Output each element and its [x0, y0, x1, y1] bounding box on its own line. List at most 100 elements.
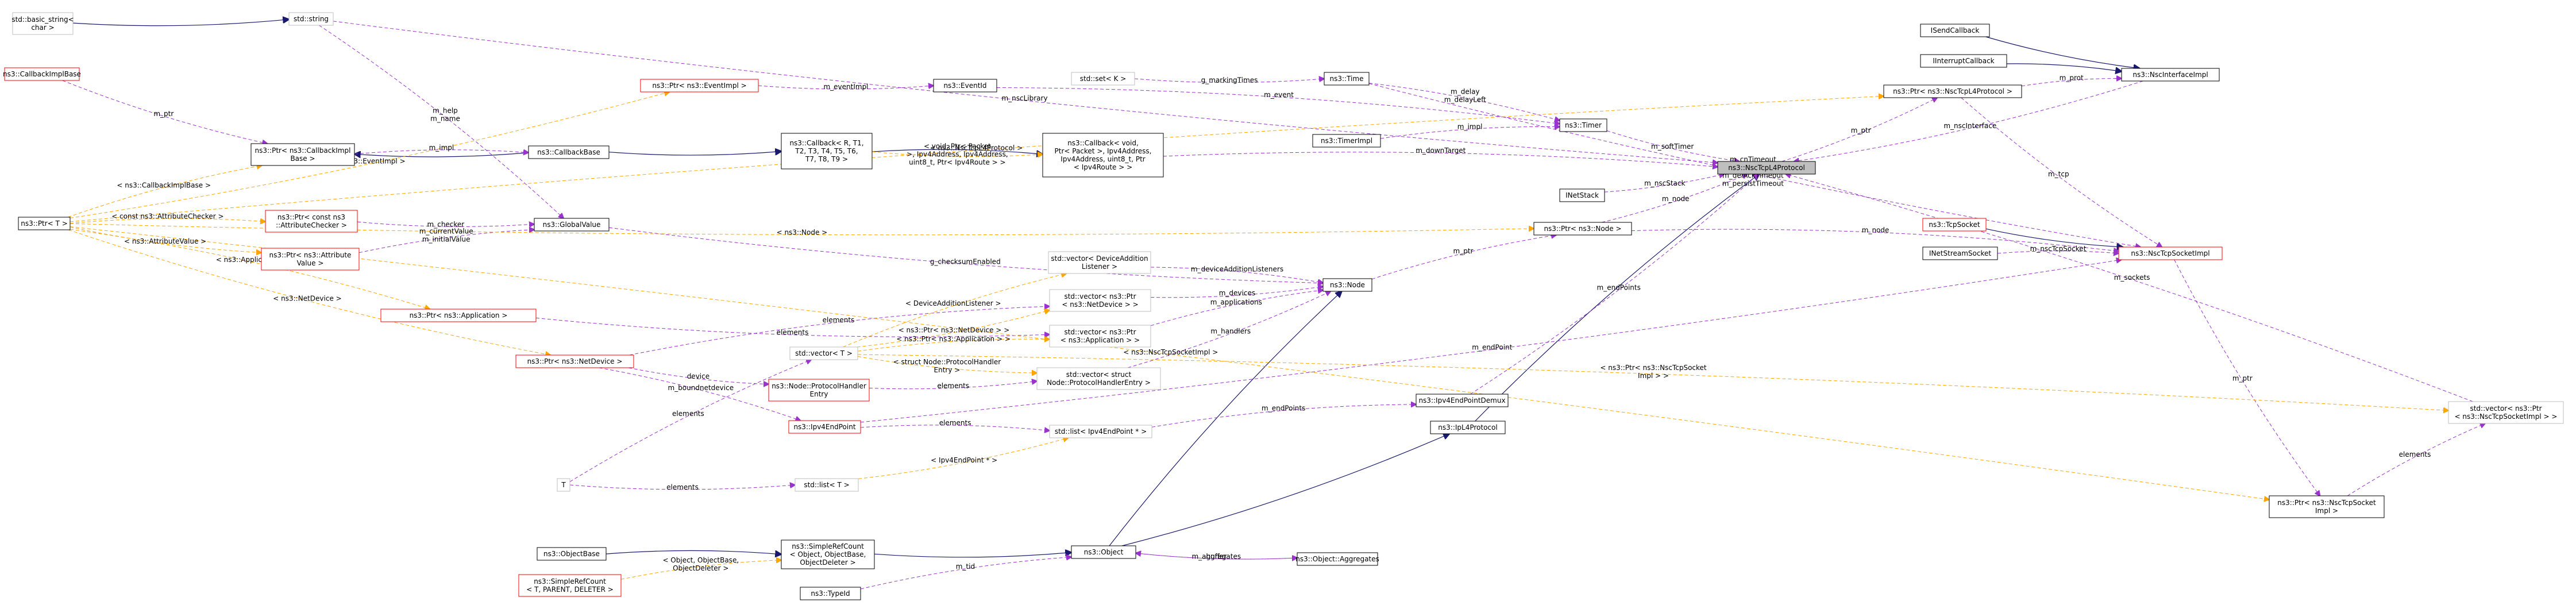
- edge-usage-eventid-to-ns3_timer: [996, 87, 1560, 124]
- node-isend_callback[interactable]: ISendCallback: [1920, 24, 1990, 37]
- node-nsc_tcp_socket_impl[interactable]: ns3::NscTcpSocketImpl: [2118, 246, 2223, 260]
- node-label-line: std::vector< ns3::Ptr: [1064, 328, 1136, 336]
- node-callback_void[interactable]: ns3::Callback< void,Ptr< Packet >, Ipv4A…: [1042, 133, 1164, 178]
- node-list_ipv4_endpoint[interactable]: std::list< Ipv4EndPoint * >: [1049, 425, 1152, 438]
- node-iinterrupt_callback[interactable]: IInterruptCallback: [1920, 54, 2007, 68]
- edge-label-line: < ns3::Ptr< ns3::NscTcpSocket: [1600, 364, 1707, 372]
- node-label-line: ns3::Ptr< ns3::NetDevice >: [527, 357, 623, 365]
- node-label-line: ns3::EventId: [943, 82, 986, 90]
- edge-template-vector_T-to-vec_protocol_handler: [857, 356, 1037, 373]
- node-ipv4_endpoint[interactable]: ns3::Ipv4EndPoint: [788, 420, 861, 434]
- node-inet_stack[interactable]: INetStack: [1559, 188, 1605, 202]
- node-std_string[interactable]: std::string: [288, 12, 334, 26]
- edge-label-callback_impl_base-to-ptr_callback_impl: m_ptr: [153, 110, 173, 118]
- node-ns3_node[interactable]: ns3::Node: [1322, 278, 1372, 292]
- node-label-line: ISendCallback: [1931, 26, 1980, 34]
- edge-label-line: >, Ipv4Address, Ipv4Address,: [907, 150, 1008, 158]
- node-ptr_callback_impl[interactable]: ns3::Ptr< ns3::CallbackImplBase >: [250, 143, 355, 166]
- node-vec_ptr_application[interactable]: std::vector< ns3::Ptr< ns3::Application …: [1049, 325, 1151, 348]
- node-box: [380, 309, 537, 322]
- node-callback_impl_base[interactable]: ns3::CallbackImplBase: [3, 67, 81, 81]
- edge-label-vec_dev_listener-to-ns3_node: m_deviceAdditionListeners: [1191, 265, 1283, 273]
- node-vector_T[interactable]: std::vector< T >: [789, 346, 858, 360]
- node-box: [1559, 188, 1605, 202]
- node-global_value[interactable]: ns3::GlobalValue: [534, 218, 610, 232]
- edges-layer: [62, 20, 2485, 589]
- node-ptr_T[interactable]: ns3::Ptr< T >: [18, 217, 71, 230]
- edge-label-line: < Object, ObjectBase,: [662, 556, 739, 564]
- node-set_K[interactable]: std::set< K >: [1071, 72, 1135, 86]
- edge-inherit-iinterrupt_callback-to-nsc_interface_impl: [2006, 63, 2122, 71]
- node-ns3_timer[interactable]: ns3::Timer: [1559, 118, 1607, 132]
- node-vec_protocol_handler[interactable]: std::vector< structNode::ProtocolHandler…: [1036, 367, 1161, 390]
- node-ptr_nsc_socket[interactable]: ns3::Ptr< ns3::NscTcpSocketImpl >: [2269, 495, 2385, 518]
- edge-label-line: m_persistTimeout: [1722, 179, 1784, 187]
- edge-label-line: m_prot: [2060, 74, 2084, 82]
- node-label-line: ns3::NscInterfaceImpl: [2132, 71, 2208, 79]
- node-callback_generic[interactable]: ns3::Callback< R, T1,T2, T3, T4, T5, T6,…: [781, 133, 873, 169]
- node-box: [2121, 68, 2220, 82]
- node-ptr_nsc_tcp_l4[interactable]: ns3::Ptr< ns3::NscTcpL4Protocol >: [1883, 84, 2022, 98]
- edge-label-line: m_deviceAdditionListeners: [1191, 265, 1283, 273]
- edge-usage-ns3_time-to-ns3_timer: [1368, 83, 1560, 121]
- node-nsc_interface_impl[interactable]: ns3::NscInterfaceImpl: [2121, 68, 2220, 82]
- node-label-line: < ns3::NscTcpSocketImpl > >: [2455, 413, 2558, 421]
- edge-inherit-basic_string-to-std_string: [72, 20, 289, 26]
- node-ns3_object[interactable]: ns3::Object: [1071, 545, 1136, 559]
- edge-label-line: m_endPoint: [1472, 343, 1512, 351]
- edge-label-ptr_T-to-ptr_callback_impl: < ns3::CallbackImplBase >: [117, 181, 211, 189]
- node-ptr_attr_checker[interactable]: ns3::Ptr< const ns3::AttributeChecker >: [265, 210, 358, 233]
- node-ptr_netdevice[interactable]: ns3::Ptr< ns3::NetDevice >: [515, 354, 634, 368]
- node-basic_string[interactable]: std::basic_string<char >: [11, 12, 74, 35]
- node-vec_ptr_nsc_socket[interactable]: std::vector< ns3::Ptr< ns3::NscTcpSocket…: [2448, 401, 2564, 424]
- node-T_node[interactable]: T: [557, 478, 570, 492]
- node-label-line: ns3::Ipv4EndPoint: [793, 423, 855, 431]
- edge-inherit-simple_ref_count_obj-to-ns3_object: [874, 553, 1071, 558]
- node-type_id[interactable]: ns3::TypeId: [800, 587, 861, 600]
- node-label-line: std::vector< struct: [1066, 371, 1132, 379]
- edge-label-line: m_node: [1662, 195, 1690, 203]
- node-simple_ref_count_T[interactable]: ns3::SimpleRefCount< T, PARENT, DELETER …: [518, 574, 622, 597]
- node-tcp_socket[interactable]: ns3::TcpSocket: [1922, 218, 1987, 232]
- node-ptr_application[interactable]: ns3::Ptr< ns3::Application >: [380, 309, 537, 322]
- node-vec_dev_listener[interactable]: std::vector< DeviceAdditionListener >: [1048, 251, 1151, 274]
- node-label-line: T2, T3, T4, T5, T6,: [795, 147, 858, 155]
- node-label-line: ns3::Callback< R, T1,: [789, 139, 863, 147]
- edge-label-vec_ptr_application-to-ns3_node: m_applications: [1210, 298, 1262, 306]
- node-ip_l4_protocol[interactable]: ns3::IpL4Protocol: [1430, 421, 1506, 434]
- node-vec_ptr_netdevice[interactable]: std::vector< ns3::Ptr< ns3::NetDevice > …: [1049, 289, 1151, 312]
- node-ptr_node[interactable]: ns3::Ptr< ns3::Node >: [1533, 222, 1632, 236]
- edge-label-timer_impl-to-ns3_timer: m_impl: [1457, 123, 1483, 131]
- node-ptr_attr_value[interactable]: ns3::Ptr< ns3::AttributeValue >: [261, 248, 360, 271]
- node-box: [12, 12, 74, 35]
- node-object_base[interactable]: ns3::ObjectBase: [537, 547, 607, 561]
- node-label-line: ns3::GlobalValue: [543, 221, 601, 229]
- edge-label-line: Entry >: [934, 366, 961, 374]
- node-simple_ref_count_obj[interactable]: ns3::SimpleRefCount< Object, ObjectBase,…: [781, 540, 875, 569]
- node-label-line: < Object, ObjectBase,: [790, 550, 866, 558]
- edge-label-ptr_netdevice-to-protocol_handler_entry: device: [687, 372, 709, 380]
- edge-inherit-callback_base-to-callback_generic: [608, 151, 781, 156]
- node-object_aggregates[interactable]: ns3::Object::Aggregates: [1295, 552, 1379, 566]
- node-list_T[interactable]: std::list< T >: [795, 478, 859, 492]
- node-timer_impl[interactable]: ns3::TimerImpl: [1312, 134, 1381, 148]
- node-box: [1920, 24, 1990, 37]
- edge-label-line: buffer: [1206, 552, 1227, 560]
- node-nsc_tcp_l4[interactable]: ns3::NscTcpL4Protocol: [1717, 161, 1816, 175]
- node-callback_base[interactable]: ns3::CallbackBase: [528, 145, 610, 159]
- node-ptr_eventimpl[interactable]: ns3::Ptr< ns3::EventImpl >: [640, 79, 759, 93]
- edge-usage-ptr_attr_checker-to-global_value: [357, 222, 534, 226]
- node-inet_stream_socket[interactable]: INetStreamSocket: [1922, 246, 1998, 260]
- edge-label-line: uint8_t, Ptr< Ipv4Route > >: [909, 158, 1005, 166]
- node-ns3_time[interactable]: ns3::Time: [1324, 72, 1370, 86]
- edge-template-list_T-to-list_ipv4_endpoint: [858, 438, 1069, 479]
- edge-usage-ptr_callback_impl-to-callback_base: [354, 150, 529, 154]
- node-box: [2269, 495, 2385, 518]
- node-label-line: ns3::Object: [1084, 548, 1124, 556]
- edge-label-line: < void, Ptr< Packet: [924, 142, 991, 150]
- node-eventid[interactable]: ns3::EventId: [933, 79, 997, 93]
- node-protocol_handler_entry[interactable]: ns3::Node::ProtocolHandlerEntry: [768, 379, 870, 402]
- node-ipv4_endpoint_demux[interactable]: ns3::Ipv4EndPointDemux: [1416, 394, 1509, 407]
- edge-usage-nsc_tcp_socket_impl-to-ptr_nsc_socket: [2174, 259, 2320, 496]
